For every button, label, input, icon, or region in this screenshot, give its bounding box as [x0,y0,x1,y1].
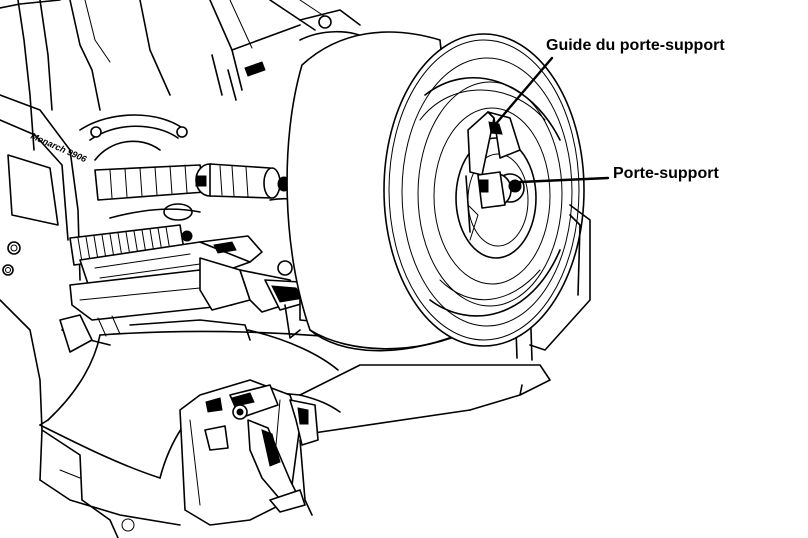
media-supply-holder [465,111,591,351]
print-mechanism [59,114,336,353]
callout-leader-media-guide [492,56,554,128]
callout-label-media-guide: Guide du porte-support [546,37,725,54]
callout-label-media-holder: Porte-support [613,165,719,182]
front-latch-assembly [179,379,319,526]
media-roll [286,31,585,352]
callout-leader-media-holder [518,176,610,184]
